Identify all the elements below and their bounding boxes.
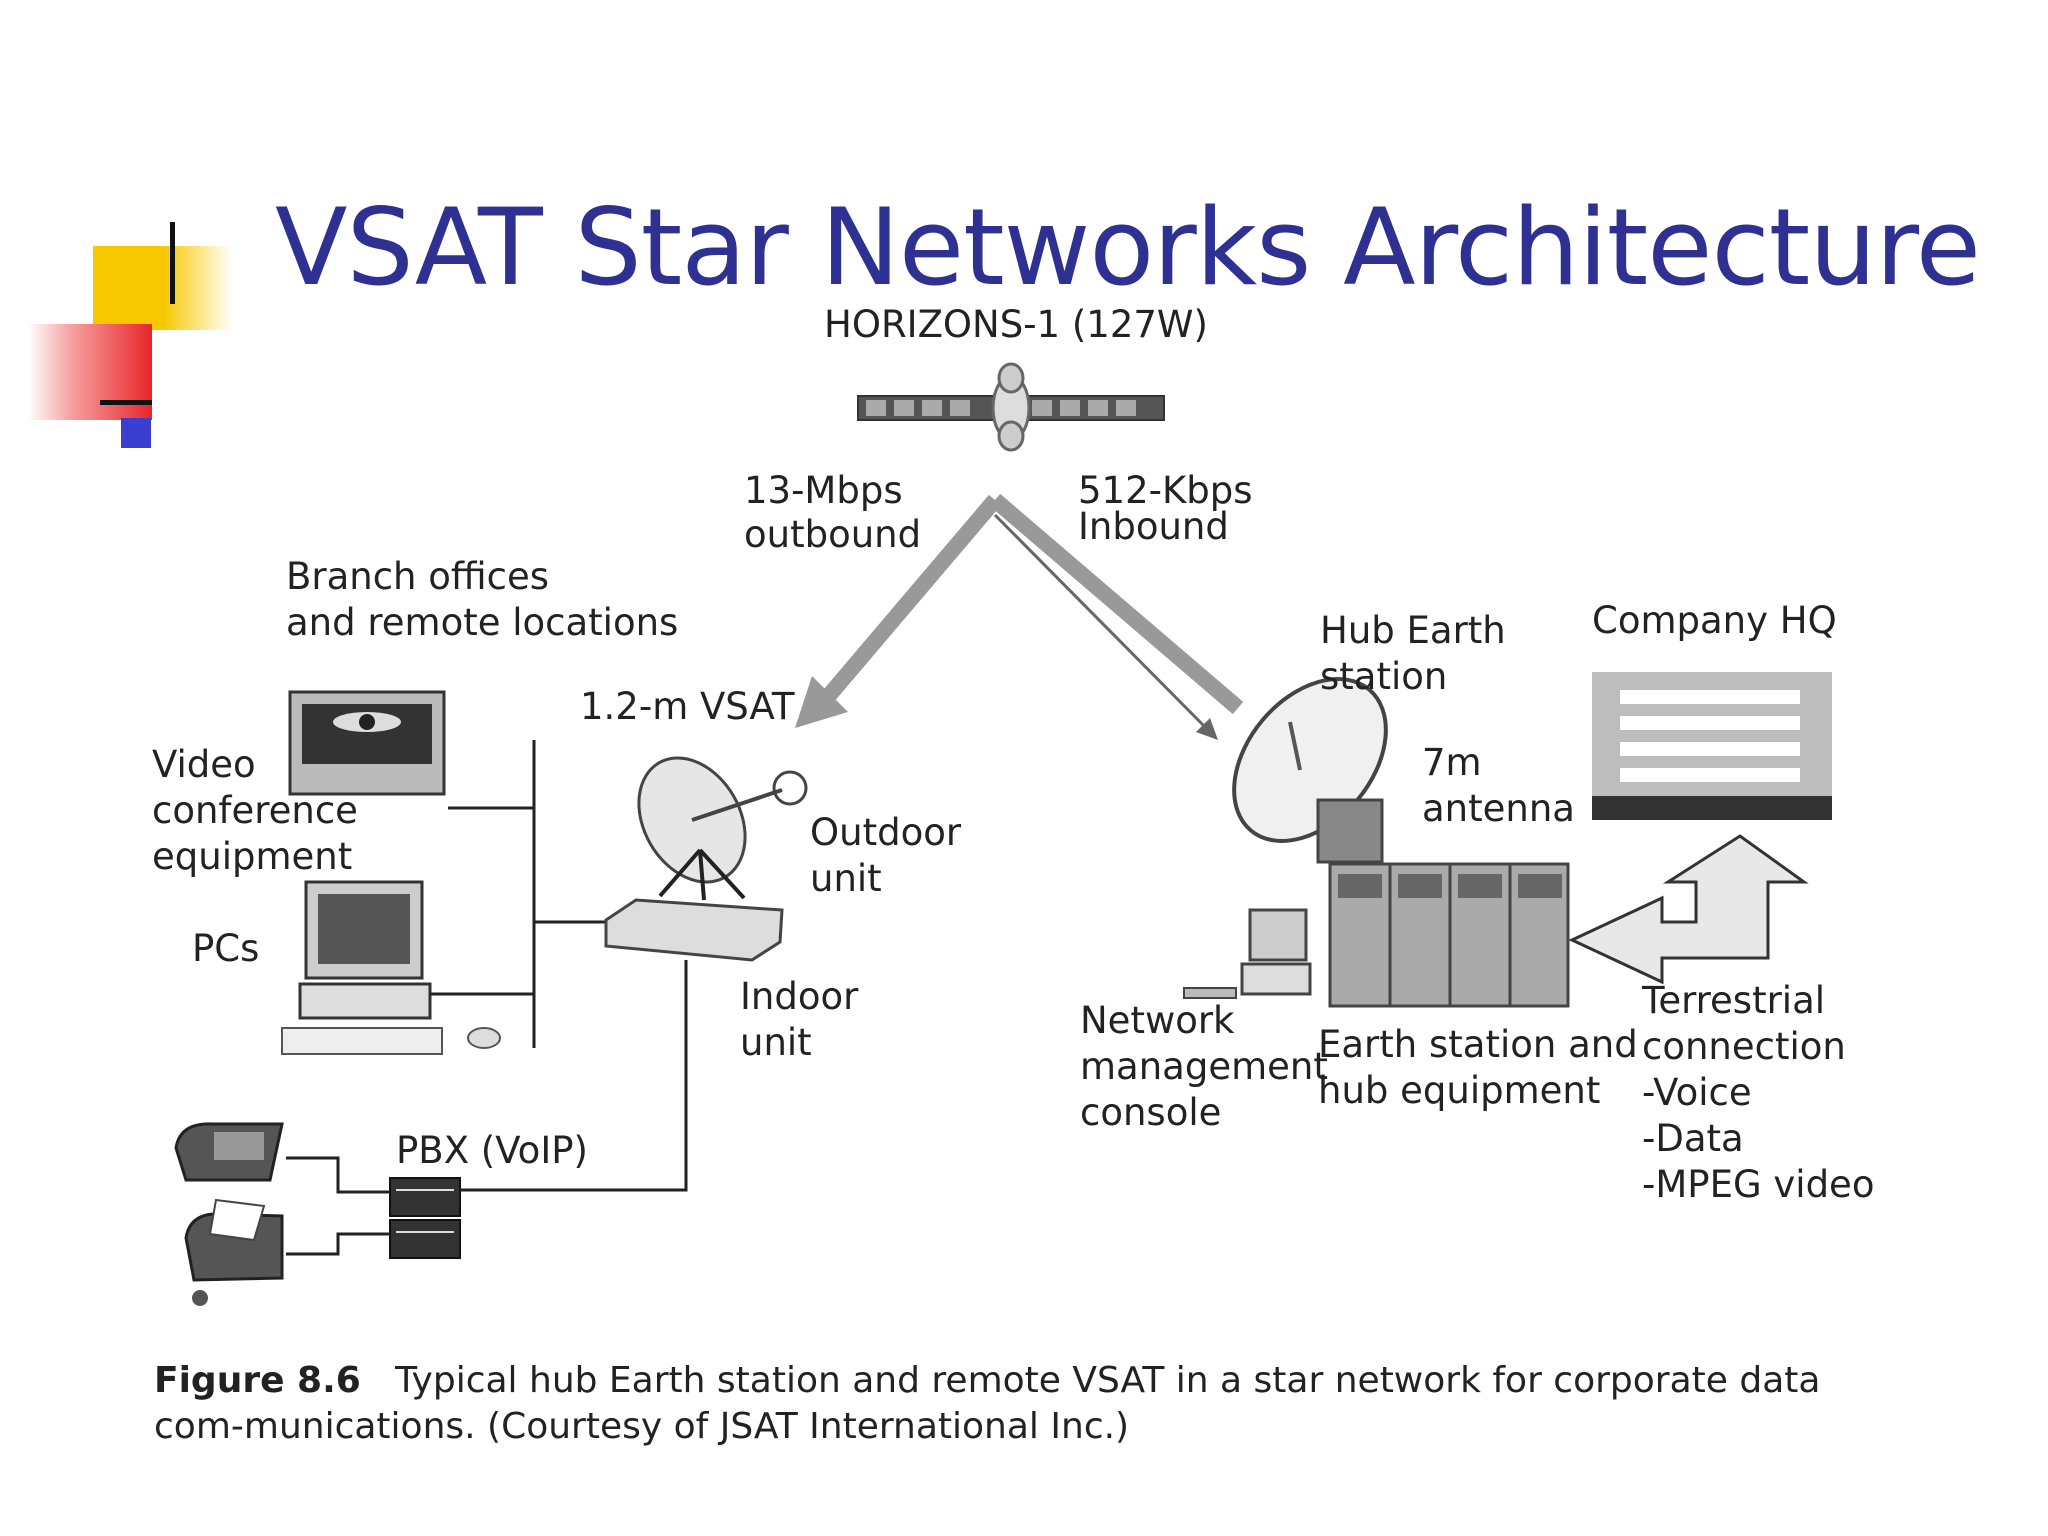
hub-antenna-icon — [1232, 677, 1388, 864]
inbound-label: Inbound — [1078, 505, 1229, 548]
pbx-icon — [389, 1177, 461, 1259]
terrestrial-label-line5: -MPEG video — [1642, 1163, 1875, 1206]
terrestrial-arrow-icon — [1568, 834, 1809, 985]
video-conference-icon — [288, 690, 446, 796]
fax-icon — [184, 1198, 284, 1306]
indoor-unit-icon — [604, 898, 784, 962]
nmc-label-line3: console — [1080, 1091, 1222, 1134]
figure-caption-text: Typical hub Earth station and remote VSA… — [154, 1360, 1821, 1447]
figure-caption: Figure 8.6 Typical hub Earth station and… — [154, 1358, 1874, 1450]
indoor-unit-label-line2: unit — [740, 1021, 812, 1064]
vertical-bar-decoration — [170, 222, 175, 304]
pc-icon — [281, 880, 501, 1055]
video-label-line1: Video — [152, 743, 256, 786]
satellite-icon — [857, 362, 1165, 452]
pcs-label: PCs — [192, 927, 260, 970]
figure-number: Figure 8.6 — [154, 1360, 361, 1401]
branch-wiring — [286, 740, 688, 1256]
nmc-label-line1: Network — [1080, 999, 1235, 1042]
telephone-icon — [174, 1122, 284, 1182]
inbound-beam-arrow — [993, 513, 1218, 740]
terrestrial-label-line1: Terrestrial — [1642, 979, 1826, 1022]
hub-equipment-label-line1: Earth station and — [1318, 1023, 1638, 1066]
hub-equipment-label-line2: hub equipment — [1318, 1069, 1601, 1112]
company-hq-label: Company HQ — [1592, 599, 1837, 642]
video-label-line2: conference — [152, 789, 358, 832]
outbound-label: outbound — [744, 513, 922, 556]
vsat-size-label: 1.2-m VSAT — [580, 685, 795, 728]
branch-offices-label: Branch offices — [286, 555, 550, 598]
satellite-label: HORIZONS-1 (127W) — [824, 303, 1208, 346]
indoor-unit-label-line1: Indoor — [740, 975, 859, 1018]
slide-title: VSAT Star Networks Architecture — [275, 186, 1981, 309]
outdoor-unit-label-line2: unit — [810, 857, 882, 900]
antenna-size-label: 7m — [1422, 741, 1482, 784]
hub-station-label-line2: station — [1320, 655, 1448, 698]
yellow-square-decoration — [93, 246, 233, 330]
blue-square-decoration — [121, 418, 151, 448]
antenna-label: antenna — [1422, 787, 1575, 830]
video-label-line3: equipment — [152, 835, 353, 878]
terrestrial-label-line3: -Voice — [1642, 1071, 1752, 1114]
terrestrial-label-line2: connection — [1642, 1025, 1846, 1068]
nmc-label-line2: management — [1080, 1045, 1328, 1088]
outbound-beam-arrow — [795, 493, 1244, 728]
outdoor-unit-label-line1: Outdoor — [810, 811, 962, 854]
hub-station-label-line1: Hub Earth — [1320, 609, 1506, 652]
company-hq-building-icon — [1592, 672, 1832, 820]
hub-equipment-racks-icon — [1328, 862, 1570, 1008]
pbx-label: PBX (VoIP) — [396, 1129, 588, 1172]
outbound-rate-label: 13-Mbps — [744, 469, 903, 512]
inbound-rate-label: 512-Kbps — [1078, 469, 1253, 512]
management-console-icon — [1183, 908, 1312, 999]
terrestrial-label-line4: -Data — [1642, 1117, 1744, 1160]
remote-locations-label: and remote locations — [286, 601, 679, 644]
horizontal-bar-decoration — [100, 400, 152, 405]
vsat-dish-icon — [637, 756, 808, 901]
